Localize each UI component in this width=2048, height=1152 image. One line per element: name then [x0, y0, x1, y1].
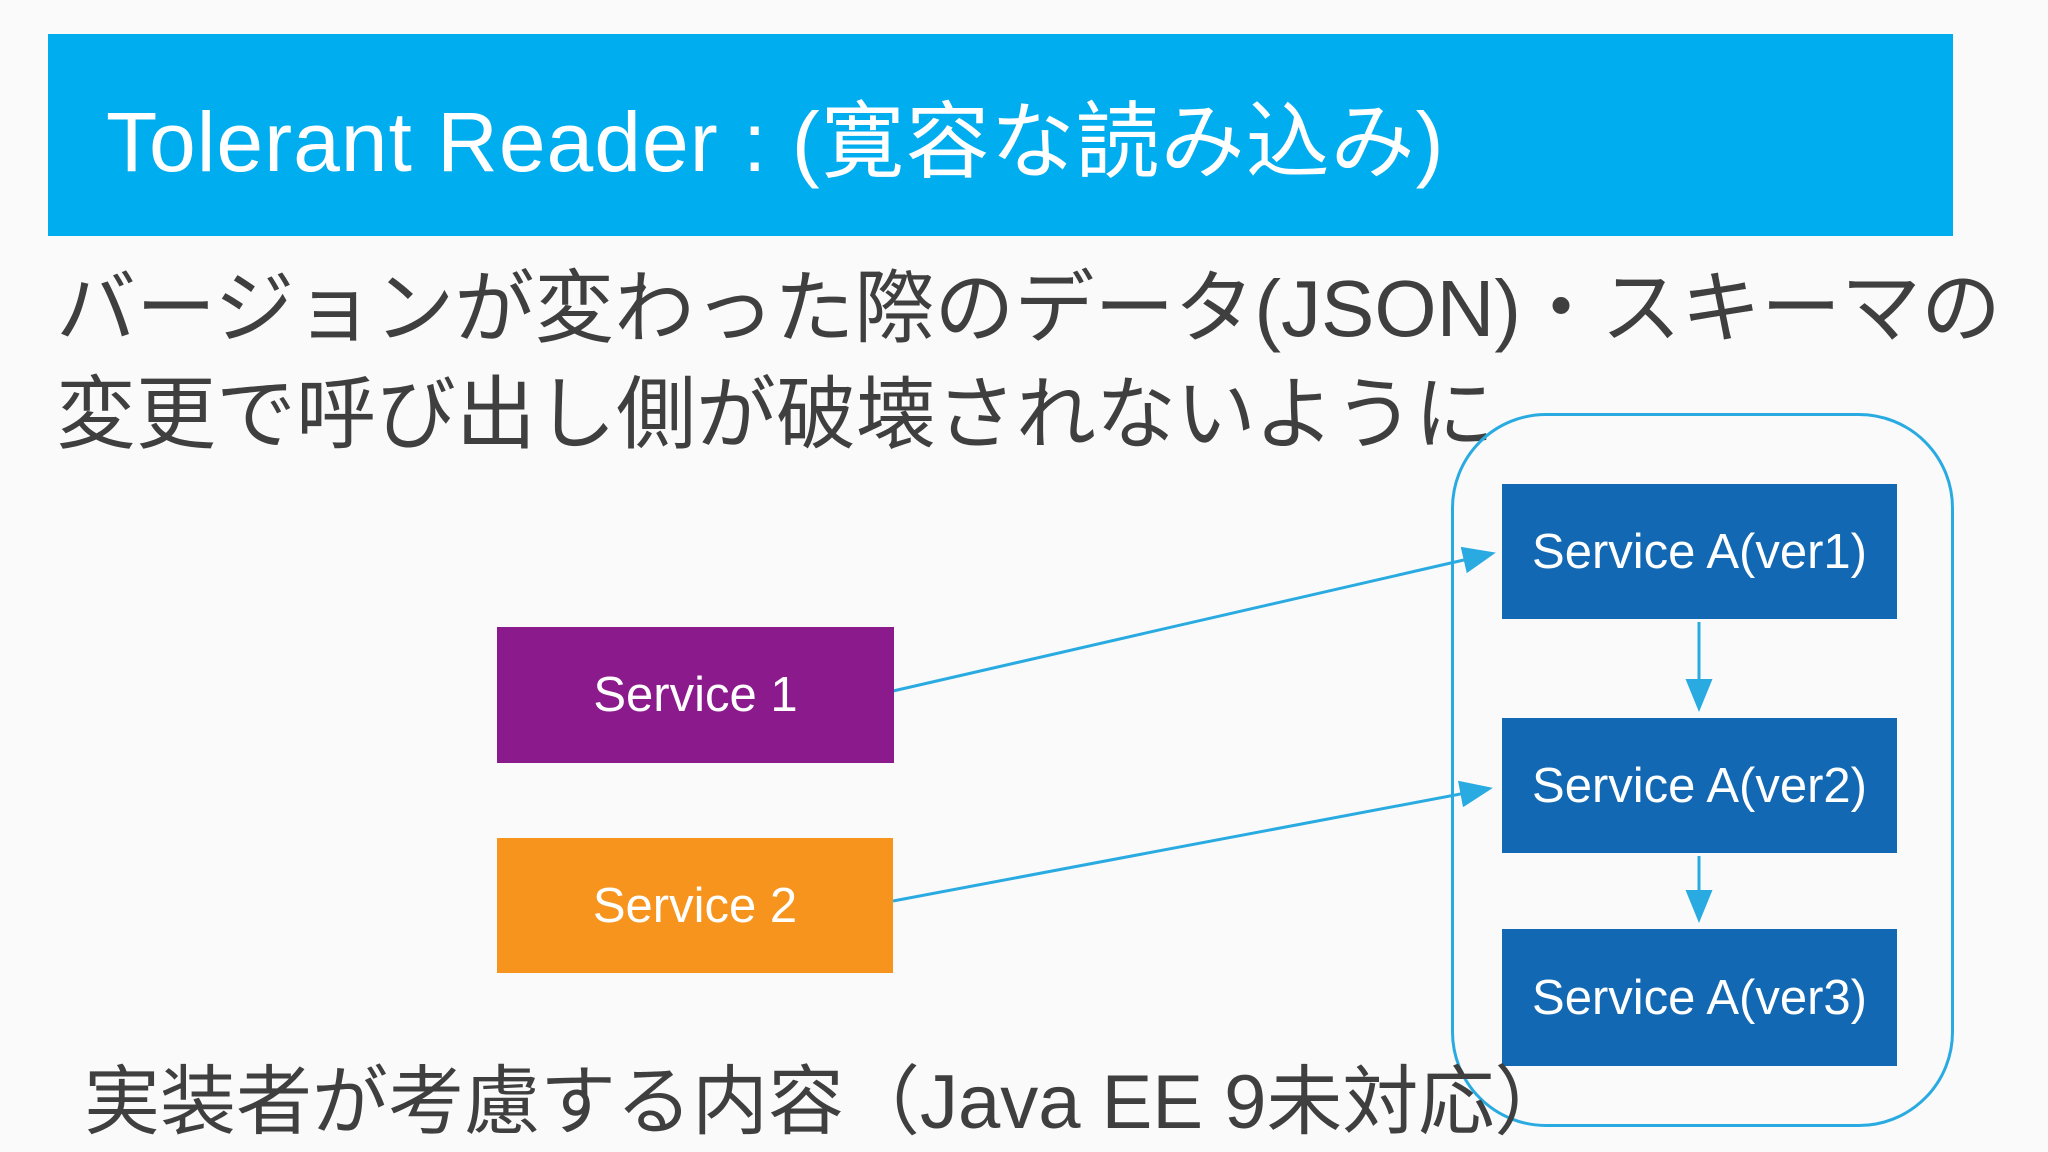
footer-note: 実装者が考慮する内容（Java EE 9未対応） [84, 1060, 1571, 1145]
title-bar: Tolerant Reader : (寛容な読み込み) [48, 34, 1953, 236]
node-service-a-ver2: Service A(ver2) [1502, 718, 1897, 853]
node-service-a-ver1-label: Service A(ver1) [1532, 524, 1867, 579]
slide-title: Tolerant Reader : (寛容な読み込み) [106, 94, 1445, 189]
description-line-1: バージョンが変わった際のデータ(JSON)・スキーマの [56, 264, 2002, 353]
node-service-2: Service 2 [497, 838, 893, 973]
description-line-2: 変更で呼び出し側が破壊されないように [56, 370, 1495, 459]
node-service-a-ver3-label: Service A(ver3) [1532, 970, 1867, 1025]
arrow-service1-to-ver1 [892, 546, 1496, 693]
node-service-1-label: Service 1 [593, 668, 798, 722]
node-service-2-label: Service 2 [592, 878, 798, 933]
node-service-a-ver2-label: Service A(ver2) [1532, 758, 1867, 813]
arrow-service2-to-ver2 [892, 780, 1493, 903]
node-service-1: Service 1 [497, 627, 894, 763]
service-a-version-group [1451, 413, 1954, 1127]
node-service-a-ver3: Service A(ver3) [1502, 929, 1897, 1066]
node-service-a-ver1: Service A(ver1) [1502, 484, 1897, 619]
description-text: バージョンが変わった際のデータ(JSON)・スキーマの 変更で呼び出し側が破壊さ… [56, 256, 2001, 468]
